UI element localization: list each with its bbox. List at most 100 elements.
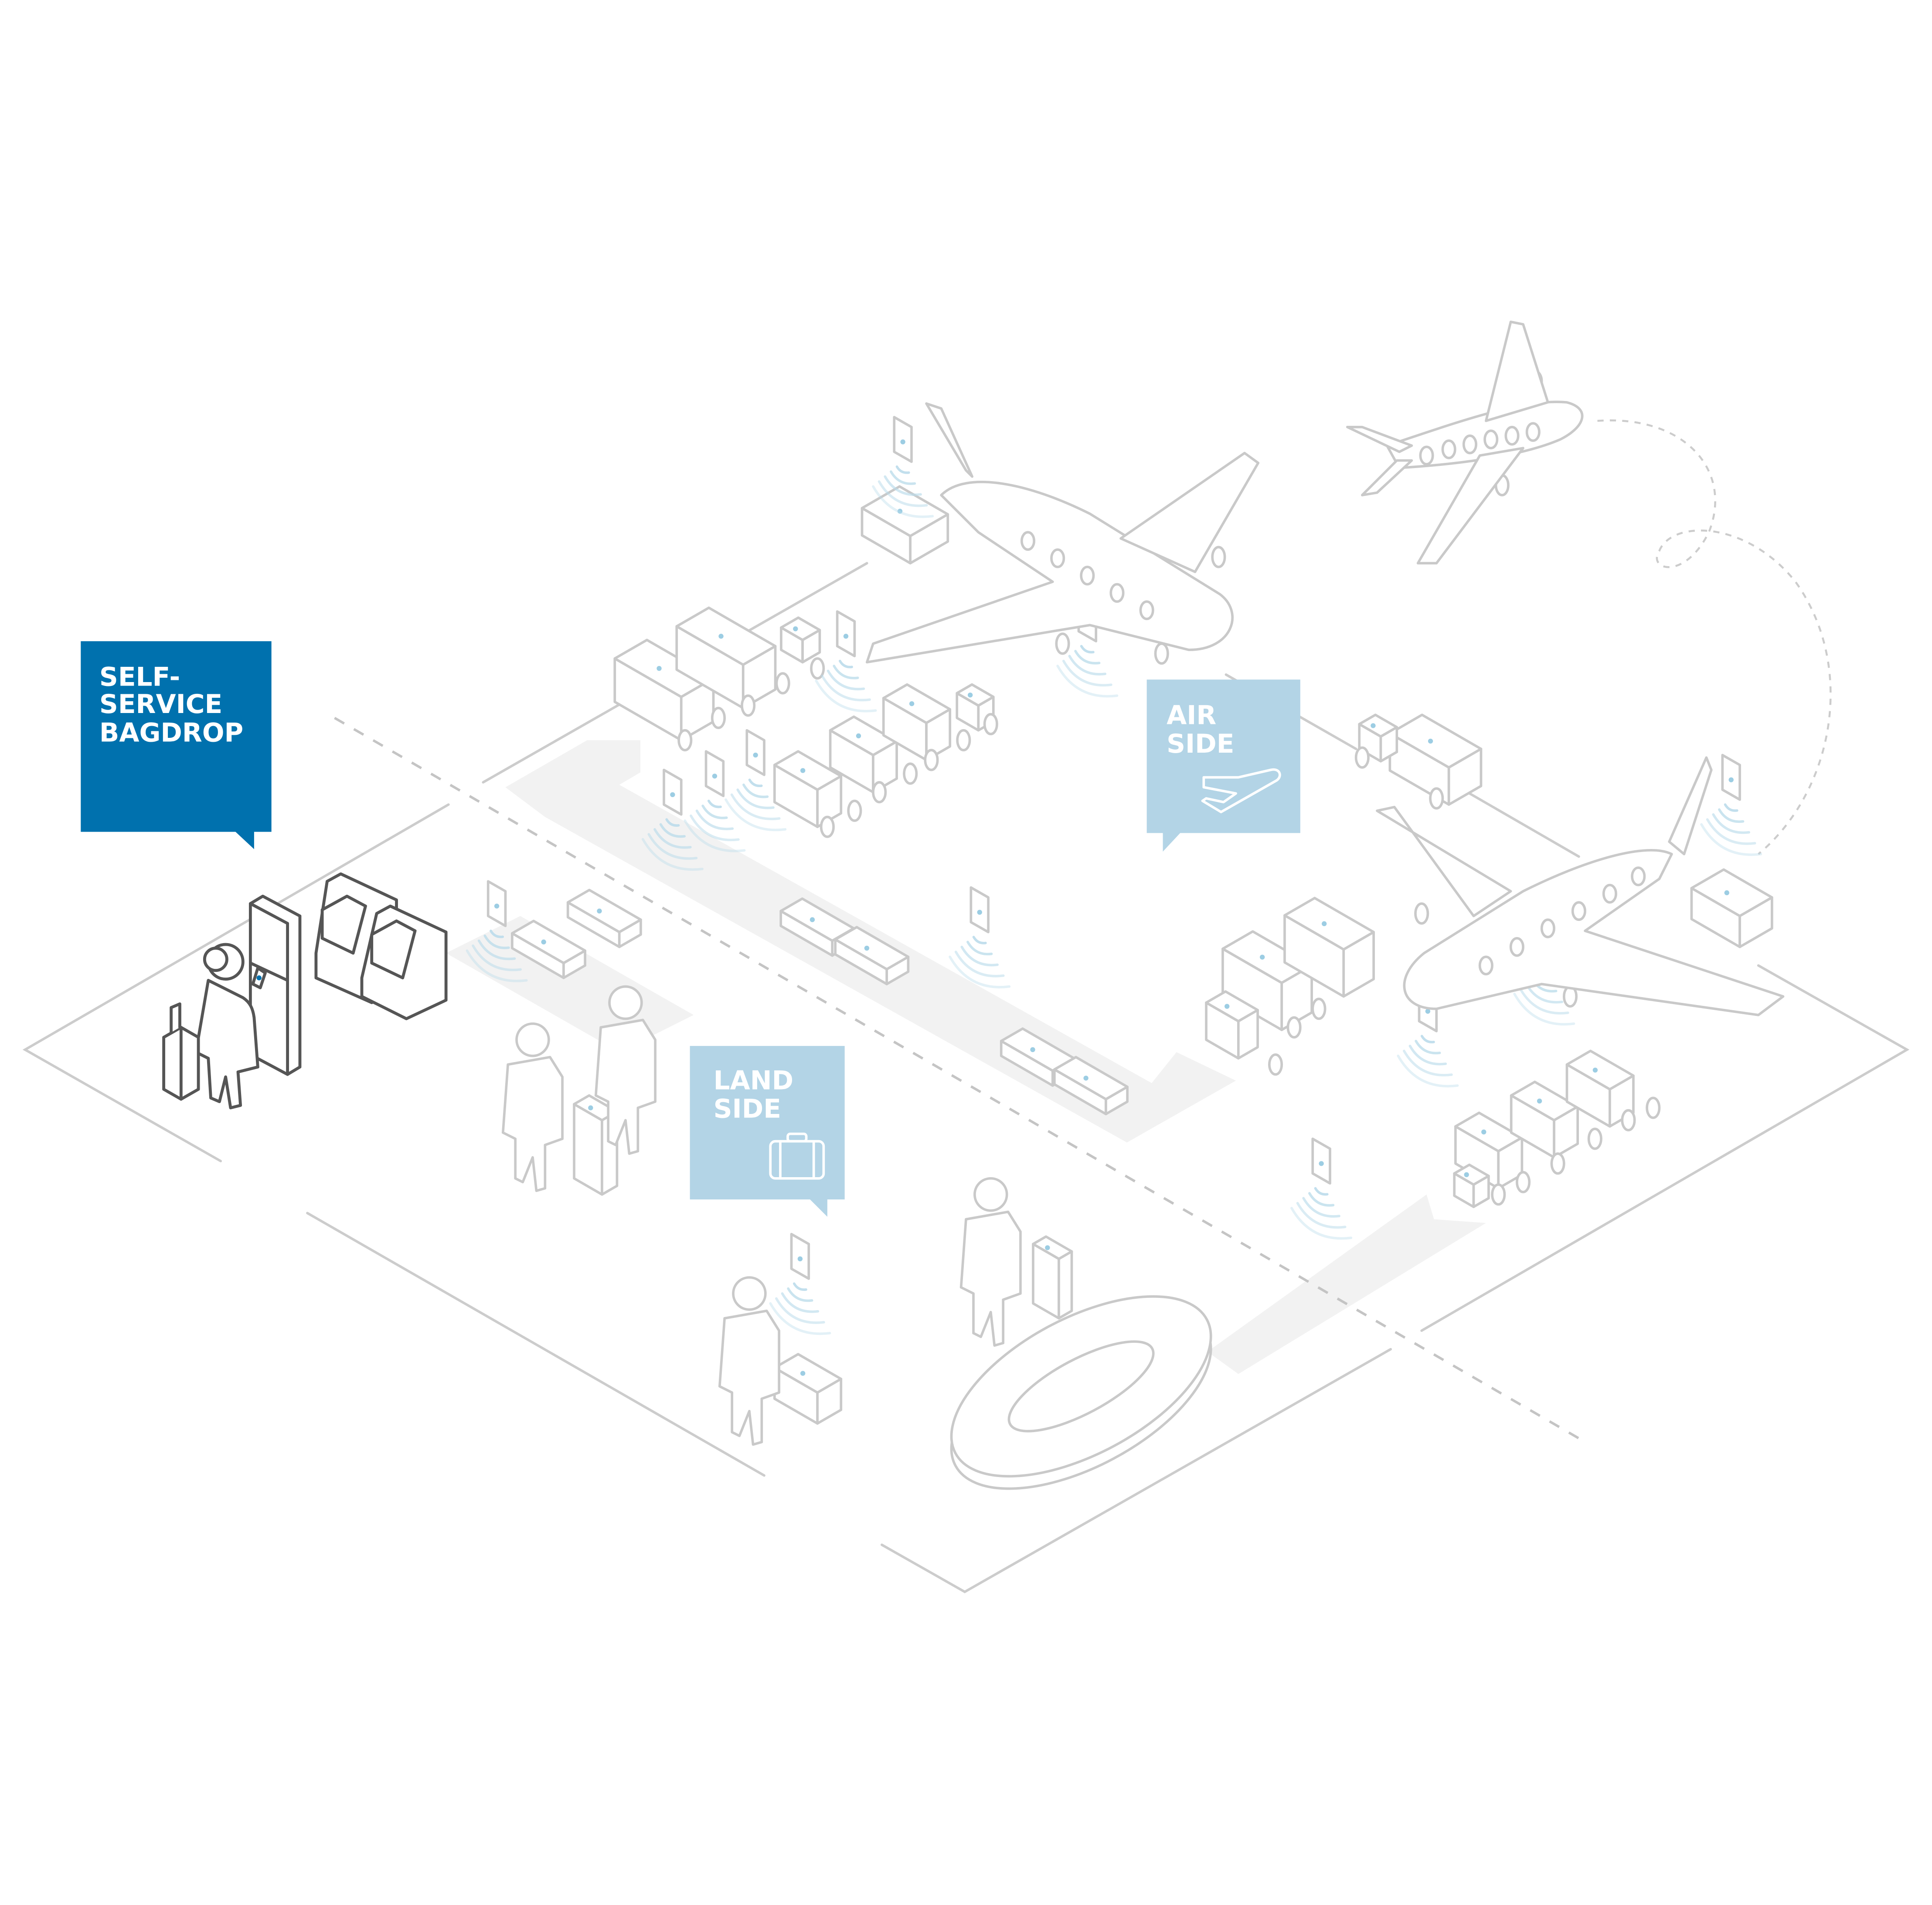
wheel xyxy=(775,672,790,695)
window xyxy=(1139,600,1154,620)
signal-wave xyxy=(966,941,993,956)
tag-dot xyxy=(1537,1098,1542,1104)
baggage-cart xyxy=(1221,930,1313,1031)
tag-dot xyxy=(1030,1047,1035,1053)
signal-wave xyxy=(890,470,916,485)
callout-land-side: LAND SIDE xyxy=(690,1046,845,1217)
baggage-cart xyxy=(1453,1163,1490,1208)
signal-wave xyxy=(1056,665,1119,698)
signal-beacon xyxy=(872,416,934,518)
signal-wave xyxy=(1513,992,1575,1026)
beacon-dot xyxy=(1319,1161,1324,1166)
wheel xyxy=(1311,998,1327,1020)
signal-wave xyxy=(1302,1197,1340,1218)
callout-line-1: AIR xyxy=(1167,700,1216,730)
signal-wave xyxy=(659,823,686,838)
baggage-cart xyxy=(861,485,949,565)
signal-wave xyxy=(1068,655,1107,676)
tag-dot xyxy=(541,939,546,945)
signal-wave xyxy=(1296,1202,1347,1229)
signal-wave xyxy=(1706,818,1756,845)
callout-line-1: LAND xyxy=(714,1066,794,1096)
tag-dot xyxy=(800,768,806,773)
window xyxy=(1631,866,1646,886)
signal-wave xyxy=(833,665,859,679)
baggage-cart xyxy=(1205,990,1259,1060)
wheel xyxy=(1587,1127,1602,1150)
signal-wave xyxy=(1718,808,1745,823)
box-top xyxy=(834,926,910,971)
box-top xyxy=(780,616,821,642)
box-top xyxy=(1053,1056,1129,1100)
beacon-dot xyxy=(1728,777,1734,782)
window xyxy=(1020,531,1036,551)
tag-dot xyxy=(864,945,870,951)
signal-wave xyxy=(1074,650,1101,665)
callout-line-1: SELF- xyxy=(99,662,180,692)
box-top xyxy=(861,485,949,537)
parked-airplane-right xyxy=(1376,756,1785,1016)
callout-line-2: SIDE xyxy=(714,1094,781,1124)
baggage-cart xyxy=(1358,713,1398,763)
window xyxy=(1509,937,1524,957)
body xyxy=(718,1309,780,1446)
box-top xyxy=(956,683,995,707)
box-top xyxy=(1032,1235,1073,1260)
tag-dot xyxy=(1464,1172,1469,1177)
flight-path xyxy=(1597,419,1832,855)
self-service-bagdrop-kiosk[interactable] xyxy=(248,872,448,1076)
tag-dot xyxy=(1322,921,1327,927)
signal-wave xyxy=(972,936,987,944)
beacon xyxy=(486,880,507,927)
signal-wave xyxy=(1080,645,1095,654)
wheel xyxy=(1646,1097,1661,1119)
signal-wave xyxy=(1408,1045,1447,1066)
callout-line-3: BAGDROP xyxy=(99,718,243,748)
signal-wave xyxy=(641,838,704,871)
wheel xyxy=(924,749,939,771)
passenger xyxy=(501,1022,564,1192)
tag-dot xyxy=(909,701,915,706)
wheel xyxy=(1491,1183,1506,1206)
tag-dot xyxy=(1428,738,1433,744)
signal-wave xyxy=(827,669,865,690)
signal-beacon xyxy=(815,610,877,713)
baggage-cart xyxy=(1565,1049,1635,1128)
beacon-dot xyxy=(900,439,905,445)
signal-wave xyxy=(730,793,781,820)
wheel xyxy=(1055,632,1070,655)
window xyxy=(1109,583,1125,603)
wheel xyxy=(1516,1171,1531,1193)
baggage-cart xyxy=(780,616,821,664)
tag-dot xyxy=(793,626,798,632)
signal-beacon xyxy=(724,729,787,832)
signal-wave xyxy=(1415,1039,1441,1055)
head xyxy=(515,1022,550,1057)
wheel xyxy=(872,781,887,804)
signal-wave xyxy=(1724,803,1738,812)
wheel xyxy=(1621,1109,1636,1131)
signal-beacon xyxy=(949,886,1011,988)
signal-wave xyxy=(793,1282,807,1291)
signal-beacon xyxy=(684,750,746,852)
baggage-cart xyxy=(882,683,952,761)
baggage-cart xyxy=(1510,1080,1579,1159)
wheel xyxy=(1550,1152,1565,1175)
signal-wave xyxy=(1403,1049,1453,1076)
tag-dot xyxy=(656,666,662,671)
signal-wave xyxy=(1420,1035,1435,1043)
tag-dot xyxy=(588,1105,593,1110)
tag-dot xyxy=(897,509,903,514)
baggage-cart xyxy=(1388,713,1483,806)
suitcase xyxy=(1032,1235,1073,1320)
signal-wave xyxy=(1700,823,1762,856)
signal-wave xyxy=(895,465,910,474)
passengers xyxy=(501,985,1022,1446)
beacon-dot xyxy=(753,752,758,758)
signal-wave xyxy=(483,934,510,949)
beacon-dot xyxy=(494,903,500,909)
wheel xyxy=(983,713,998,736)
landside-airside-divider xyxy=(334,716,1580,1440)
signal-wave xyxy=(775,1297,825,1324)
tag-dot xyxy=(1259,954,1265,960)
